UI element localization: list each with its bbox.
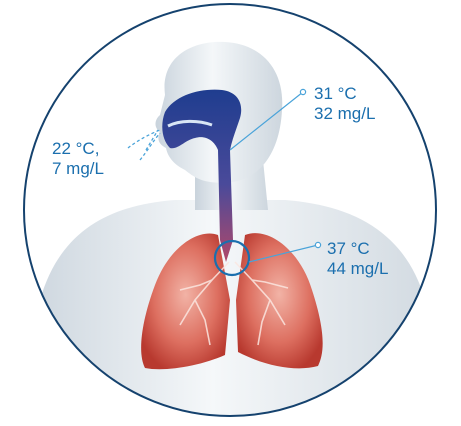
airflow-arrows — [128, 130, 160, 160]
ambient-humidity-label: 7 mg/L — [52, 159, 104, 179]
upper-airway-temperature-label: 31 °C — [314, 84, 357, 104]
leader-dot-upper — [300, 89, 305, 94]
ambient-temperature-label: 22 °C, — [52, 139, 99, 159]
lungs-humidity-label: 44 mg/L — [327, 259, 388, 279]
leader-dot-lungs — [315, 242, 320, 247]
lungs-temperature-label: 37 °C — [327, 239, 370, 259]
upper-airway-humidity-label: 32 mg/L — [314, 104, 375, 124]
